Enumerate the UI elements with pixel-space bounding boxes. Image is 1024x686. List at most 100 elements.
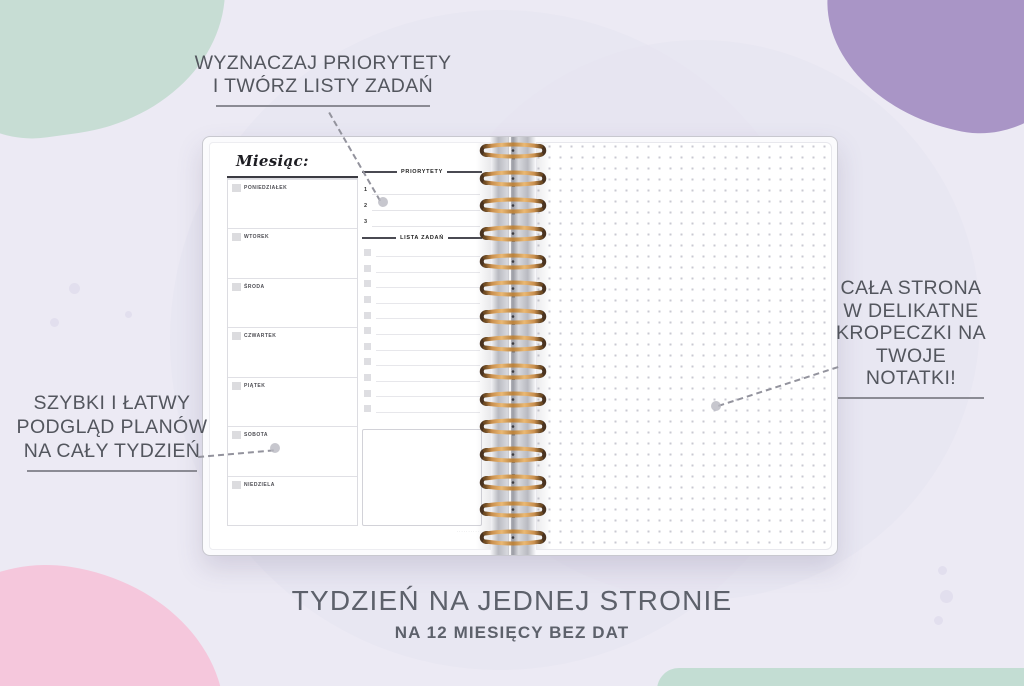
day-checkbox-icon: [232, 233, 241, 242]
callout-priorities-tasks: WYZNACZAJ PRIORYTETY I TWÓRZ LISTY ZADAŃ: [192, 52, 454, 107]
task-checkbox-icon: [364, 342, 371, 350]
day-cell: NIEDZIELA: [228, 475, 357, 525]
callout-underline: [838, 396, 984, 399]
task-checkbox-icon: [364, 280, 371, 288]
day-checkbox-icon: [232, 381, 241, 390]
binding-ring-icon: [479, 418, 547, 435]
decor-strip-mint-bottomright: [657, 668, 1024, 686]
priority-number: 3: [364, 219, 368, 225]
priority-row: 3: [364, 211, 480, 227]
priorities-header: PRIORYTETY: [362, 169, 483, 175]
banner-title: TYDZIEŃ NA JEDNEJ STRONIE: [291, 585, 733, 616]
callout-underline: [216, 105, 430, 107]
task-row: [364, 276, 480, 292]
task-checkbox-icon: [364, 405, 371, 413]
binding-ring-icon: [479, 142, 547, 159]
priority-number: 1: [364, 187, 368, 193]
callout-pointer-dot: [711, 401, 721, 411]
callout-line: NA CAŁY TYDZIEŃ: [23, 440, 201, 462]
day-cell: CZWARTEK: [228, 327, 357, 376]
micro-footer-text: ··········: [456, 529, 480, 534]
day-label: SOBOTA: [244, 432, 269, 439]
task-checkbox-icon: [364, 311, 371, 319]
task-checkbox-icon: [364, 358, 371, 366]
binding-ring-icon: [479, 280, 547, 297]
weekly-planner-page: Miesiąc: PONIEDZIAŁEK WTOREK: [209, 142, 491, 550]
task-row: [364, 323, 480, 339]
decor-faint-dot: [938, 566, 947, 575]
priorities-and-tasks-column: PRIORYTETY 1 2: [362, 143, 483, 551]
day-checkbox-icon: [232, 184, 241, 192]
decor-faint-dot: [934, 616, 943, 625]
task-row: [364, 385, 480, 401]
decor-faint-dot: [50, 318, 59, 327]
task-row: [364, 307, 480, 323]
task-checkbox-icon: [364, 249, 371, 257]
notebook: Miesiąc: PONIEDZIAŁEK WTOREK: [202, 136, 838, 556]
binding-ring-icon: [479, 446, 547, 463]
wire-binding-rings: [474, 142, 552, 546]
task-checkbox-icon: [364, 296, 371, 304]
binding-ring-icon: [479, 335, 547, 353]
task-list-header: LISTA ZADAŃ: [362, 235, 483, 241]
callout-line: PODGLĄD PLANÓW: [16, 416, 208, 438]
task-row: [364, 245, 480, 261]
task-checkbox-icon: [364, 327, 371, 335]
binding-ring-icon: [479, 253, 547, 270]
callout-line: TWOJE NOTATKI!: [865, 344, 957, 390]
priority-number: 2: [364, 203, 368, 209]
binding-ring-icon: [479, 308, 547, 325]
binding-ring-icon: [479, 501, 547, 518]
callout-line: I TWÓRZ LISTY ZADAŃ: [212, 75, 434, 97]
day-label: ŚRODA: [244, 283, 265, 290]
banner-subtitle: NA 12 MIESIĘCY BEZ DAT: [394, 623, 630, 642]
callout-pointer-dot: [378, 197, 388, 207]
task-row: [364, 370, 480, 386]
day-label: CZWARTEK: [244, 333, 277, 340]
day-checkbox-icon: [232, 282, 241, 291]
task-row: [364, 261, 480, 277]
decor-faint-dot: [125, 311, 132, 318]
task-rows: [364, 245, 480, 417]
task-checkbox-icon: [364, 264, 371, 272]
decor-faint-dot: [940, 590, 953, 603]
callout-line: W DELIKATNE: [843, 299, 979, 322]
day-label: NIEDZIELA: [244, 481, 275, 488]
binding-ring-icon: [479, 225, 547, 242]
callout-line: WYZNACZAJ PRIORYTETY: [194, 52, 452, 74]
day-cell: ŚRODA: [228, 277, 357, 327]
binding-ring-icon: [479, 529, 547, 546]
task-checkbox-icon: [364, 389, 371, 397]
priority-row: 1: [364, 179, 480, 195]
day-label: PIĄTEK: [244, 382, 266, 389]
binding-ring-icon: [479, 391, 547, 408]
notes-box: [362, 429, 482, 526]
decor-faint-dot: [69, 283, 80, 294]
task-row: [364, 354, 480, 370]
callout-week-overview: SZYBKI I ŁATWY PODGLĄD PLANÓW NA CAŁY TY…: [14, 391, 210, 472]
task-row: [364, 292, 480, 308]
day-cell: SOBOTA: [228, 426, 357, 475]
priority-row: 2: [364, 195, 480, 211]
priority-rows: 1 2 3: [364, 179, 480, 227]
week-days-column: PONIEDZIAŁEK WTOREK ŚRODA CZWART: [227, 178, 358, 526]
binding-ring-icon: [479, 170, 547, 187]
day-cell: WTOREK: [228, 228, 357, 277]
day-label: PONIEDZIAŁEK: [244, 185, 288, 191]
callout-line: KROPECZKI NA: [836, 322, 986, 344]
days-column-topline: [227, 176, 358, 178]
task-row: [364, 401, 480, 417]
callout-line: SZYBKI I ŁATWY: [33, 392, 191, 414]
day-cell: PONIEDZIAŁEK: [228, 179, 357, 228]
callout-line: CAŁA STRONA: [840, 277, 982, 299]
day-label: WTOREK: [244, 234, 270, 241]
day-checkbox-icon: [232, 332, 241, 341]
task-row: [364, 339, 480, 355]
month-label: Miesiąc:: [236, 152, 309, 170]
task-checkbox-icon: [364, 374, 371, 382]
day-cell: PIĄTEK: [228, 376, 357, 426]
dot-grid-page: [536, 142, 832, 550]
day-checkbox-icon: [232, 480, 241, 489]
binding-ring-icon: [479, 197, 547, 214]
